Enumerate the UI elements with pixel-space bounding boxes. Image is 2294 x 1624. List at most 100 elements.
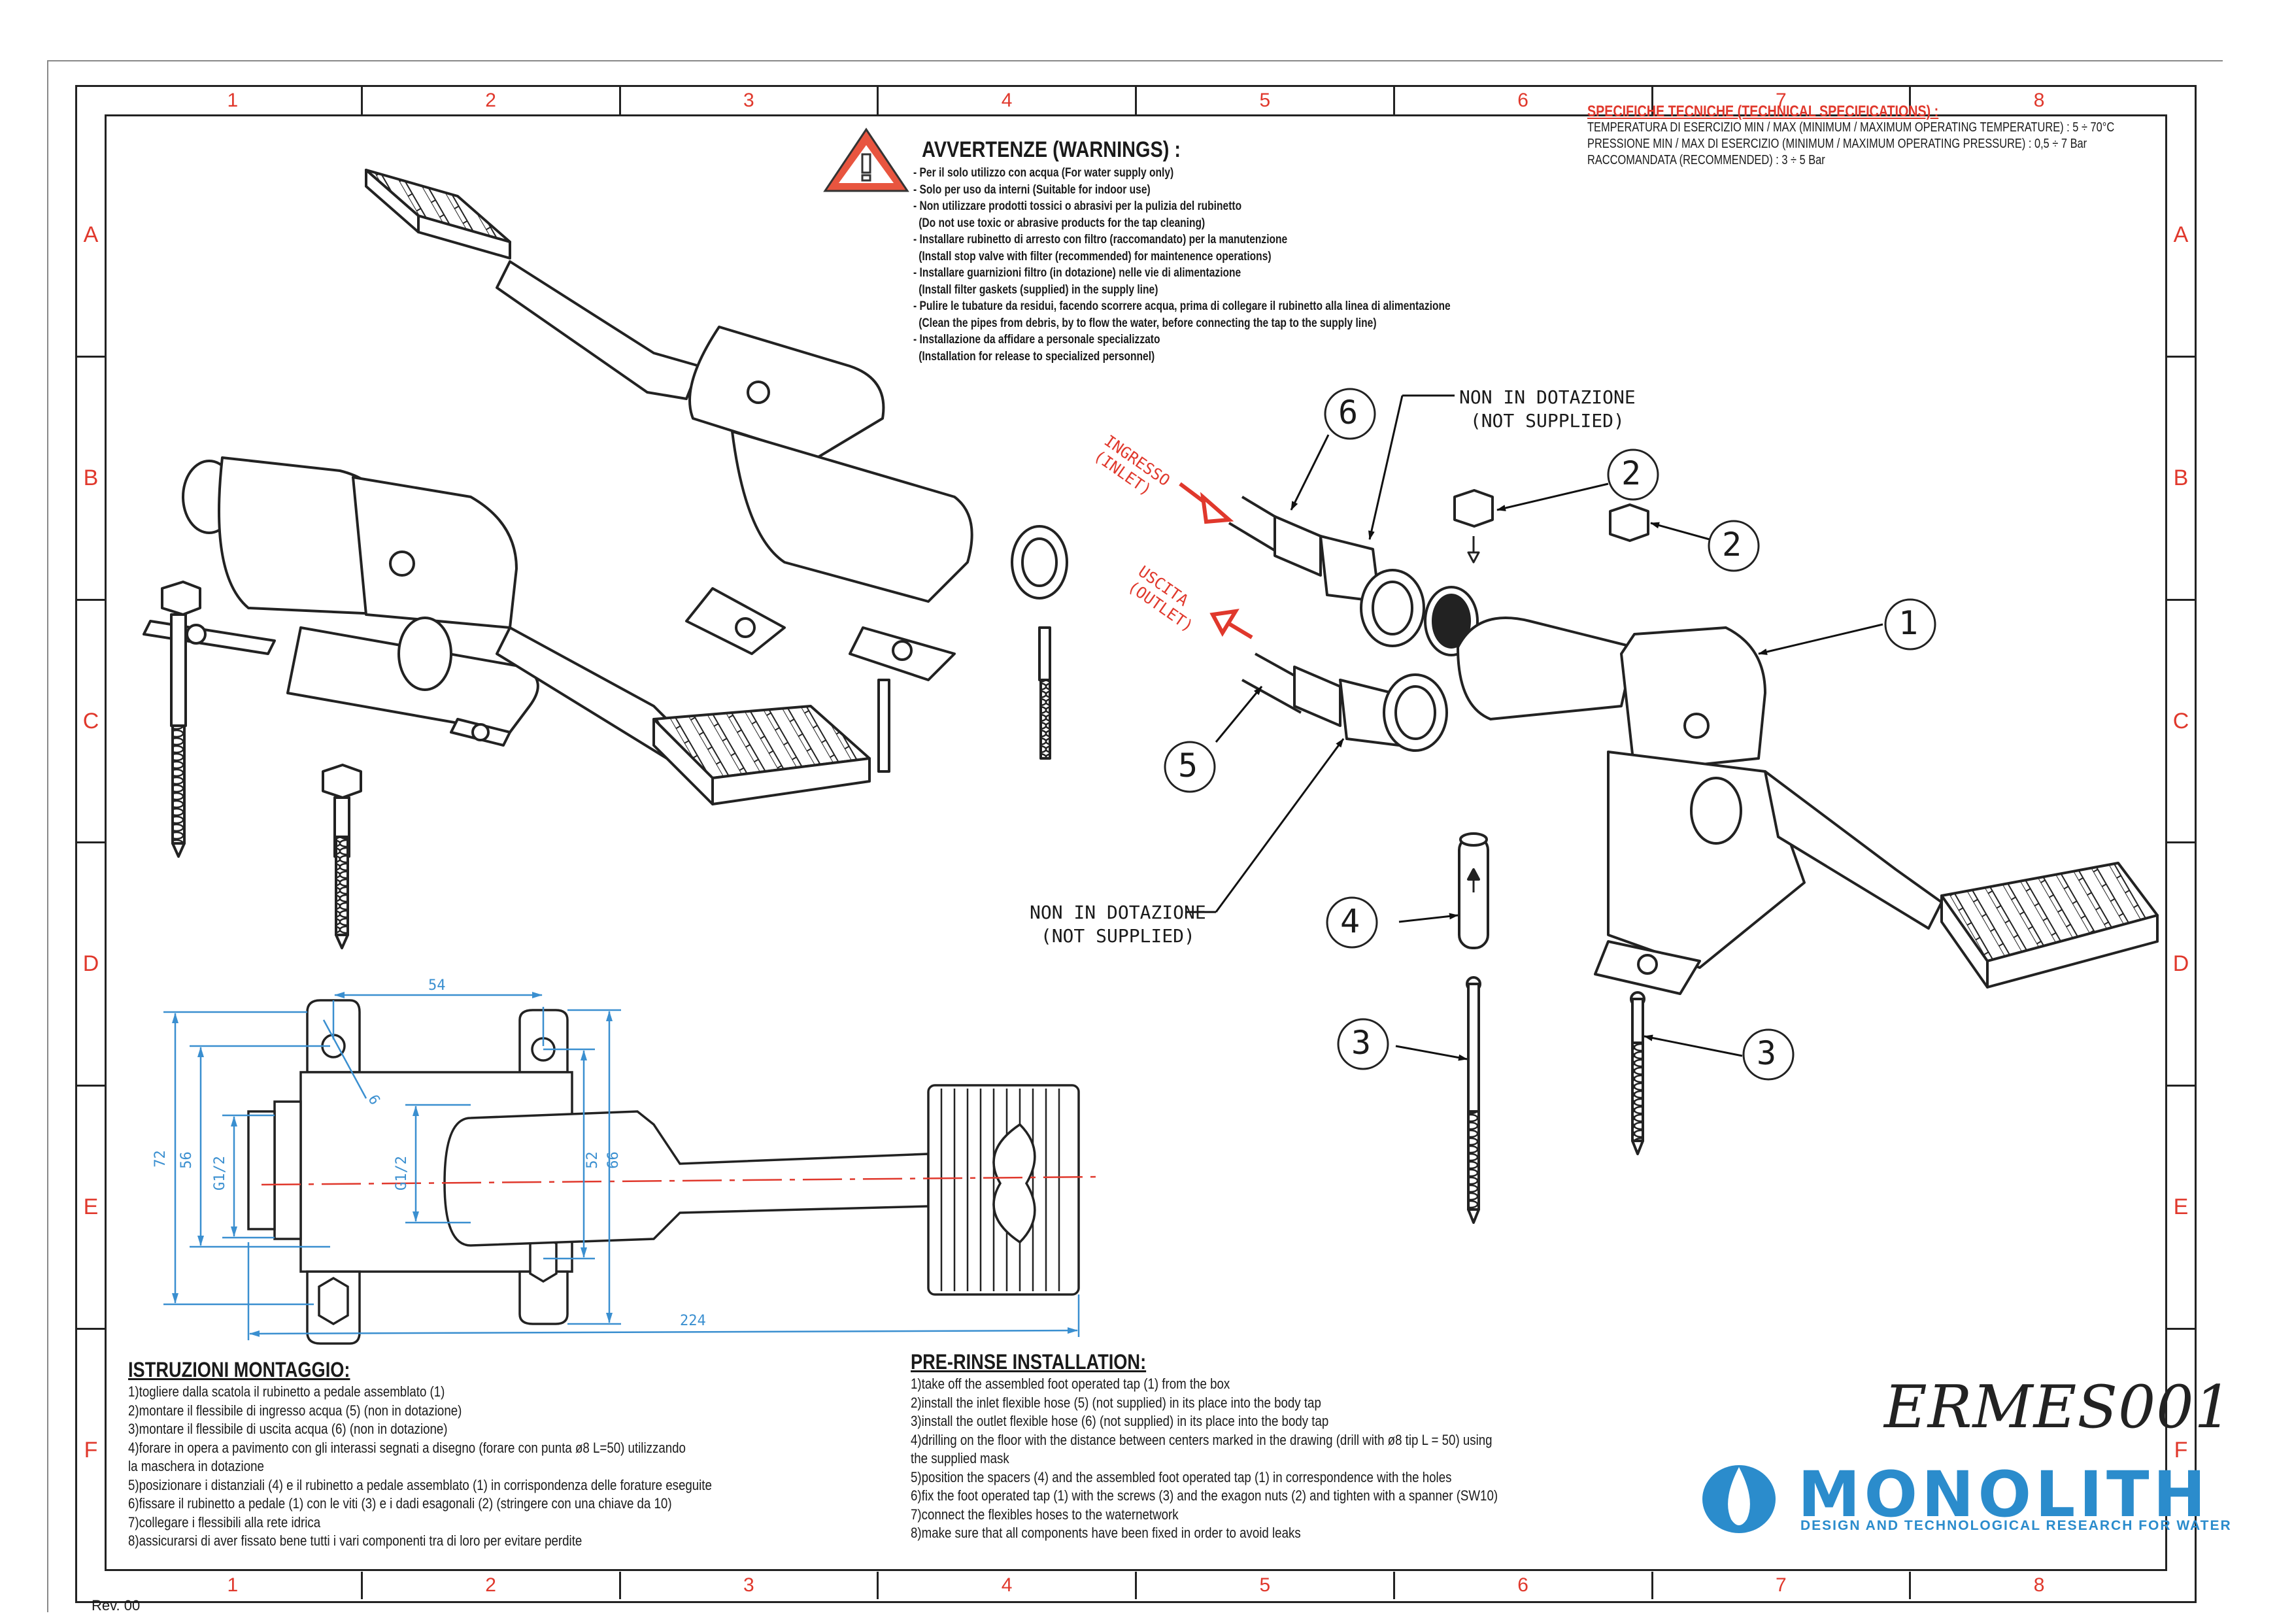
- screw-right: [1630, 991, 1645, 1155]
- dim-thread-inlet: G1/2: [211, 1156, 228, 1191]
- callout-label: 6: [1338, 394, 1358, 431]
- brand-name: MONOLITH: [1798, 1458, 2210, 1531]
- dim-overall-width: 72: [152, 1150, 169, 1168]
- spacer: [1458, 832, 1489, 949]
- assembly-view-iso: [143, 169, 1068, 949]
- instruction-step: 2)montare il flessibile di ingresso acqu…: [128, 1402, 462, 1419]
- warning-triangle-icon: [823, 127, 909, 192]
- callout-label: 5: [1178, 747, 1198, 785]
- zone-col-label: 7: [1651, 1572, 1910, 1599]
- product-code: ERMES001: [1884, 1373, 2233, 1442]
- instruction-step: 2)install the inlet flexible hose (5) (n…: [911, 1394, 1321, 1411]
- warning-item: - Installazione da affidare a personale …: [913, 331, 1451, 365]
- zone-col-label: 1: [227, 90, 239, 111]
- tap-body-front: [143, 456, 539, 747]
- callout-bubbles: [1164, 388, 1936, 1081]
- instruction-step: 5)posizionare i distanziali (4) e il rub…: [128, 1476, 712, 1493]
- warning-translation: (Install filter gaskets (supplied) in th…: [919, 282, 1158, 297]
- warning-text: - Pulire le tubature da residui, facendo…: [913, 299, 1451, 313]
- instruction-step: 8)assicurarsi di aver fissato bene tutti…: [128, 1532, 582, 1549]
- screw-left: [1466, 976, 1481, 1224]
- zone-columns-bottom: 1 2 3 4 5 6 7 8: [105, 1572, 2167, 1599]
- not-supplied-label-top: NON IN DOTAZIONE (NOT SUPPLIED): [1459, 386, 1636, 433]
- callout-label: 3: [1757, 1034, 1777, 1072]
- callout-label: 3: [1351, 1024, 1372, 1062]
- callout-6: [1324, 388, 1376, 440]
- zone-row-label: A: [83, 222, 99, 247]
- callout-label: 4: [1340, 902, 1360, 940]
- label-line: (NOT SUPPLIED): [1470, 410, 1625, 431]
- callout-label: 2: [1621, 454, 1642, 492]
- callout-2: [1607, 448, 1659, 501]
- dim-thread-outlet: G1/2: [393, 1156, 410, 1191]
- zone-row-label: A: [2173, 222, 2189, 247]
- drawing-frame: [75, 85, 2197, 1603]
- warning-item: - Pulire le tubature da residui, facendo…: [913, 298, 1451, 331]
- label-line: NON IN DOTAZIONE: [1030, 902, 1206, 923]
- tap-body-exploded: [1457, 617, 1943, 995]
- zone-col-label: 6: [1392, 87, 1651, 114]
- instruction-step: 7)connect the flexibles hoses to the wat…: [911, 1506, 1179, 1523]
- callout-5: [1164, 741, 1216, 793]
- warning-item: - Non utilizzare prodotti tossici o abra…: [913, 198, 1451, 231]
- brand-logo: MONOLITH DESIGN AND TECHNOLOGICAL RESEAR…: [1700, 1458, 2231, 1535]
- dim-hole-center-right: 52: [584, 1151, 601, 1169]
- instruction-step: 6)fix the foot operated tap (1) with the…: [911, 1487, 1498, 1504]
- callout-4: [1326, 896, 1378, 949]
- specs-title: SPECIFICHE TECNICHE (TECHNICAL SPECIFICA…: [1587, 103, 1939, 120]
- spec-line: PRESSIONE MIN / MAX DI ESERCIZIO (MINIMU…: [1587, 137, 2087, 151]
- revision-label: Rev. 00: [92, 1597, 141, 1614]
- warnings-list: - Per il solo utilizzo con acqua (For wa…: [913, 165, 1451, 365]
- zone-row-label: D: [77, 841, 105, 1085]
- drawing-area: [105, 114, 2167, 1571]
- warning-text: - Non utilizzare prodotti tossici o abra…: [913, 199, 1242, 213]
- zone-columns-top: 1 2 3 4 5 6 7 8: [105, 87, 2167, 114]
- warning-translation: (Installation for release to specialized…: [919, 349, 1155, 364]
- warning-item: - Installare rubinetto di arresto con fi…: [913, 231, 1451, 265]
- callout-3: [1742, 1028, 1795, 1081]
- zone-col-label: 2: [360, 87, 619, 114]
- zone-row-label: C: [2167, 598, 2195, 842]
- spec-line: TEMPERATURA DI ESERCIZIO MIN / MAX (MINI…: [1587, 120, 2115, 135]
- pedal-exploded: [1940, 862, 2159, 989]
- warning-translation: (Clean the pipes from debris, by to flow…: [919, 316, 1377, 330]
- zone-col-label: 2: [360, 1572, 619, 1599]
- hose-inlet: [1241, 652, 1448, 752]
- instructions-it-title: ISTRUZIONI MONTAGGIO:: [128, 1358, 350, 1381]
- instruction-step: 7)collegare i flessibili alla rete idric…: [128, 1514, 321, 1531]
- warning-item: - Solo per uso da interni (Suitable for …: [913, 182, 1451, 199]
- callout-3: [1337, 1018, 1389, 1070]
- pedal-back: [365, 169, 511, 260]
- zone-col-label: 4: [877, 87, 1135, 114]
- water-drop-icon: [1702, 1465, 1776, 1533]
- pedal-front: [652, 705, 871, 805]
- warning-item: - Installare guarnizioni filtro (in dota…: [913, 265, 1451, 298]
- zone-rows-left: A B C D E F: [77, 114, 105, 1571]
- warning-translation: (Do not use toxic or abrasive products f…: [919, 216, 1206, 230]
- inlet-arrow-icon: [1179, 482, 1234, 524]
- outlet-arrow-icon: [1209, 609, 1253, 639]
- warning-text: - Per il solo utilizzo con acqua (For wa…: [913, 166, 1174, 180]
- zone-row-label: C: [77, 598, 105, 842]
- instruction-step: the supplied mask: [911, 1450, 1009, 1466]
- callout-label: 1: [1898, 604, 1919, 642]
- zone-col-label: 6: [1392, 1572, 1651, 1599]
- instruction-step: la maschera in dotazione: [128, 1458, 264, 1474]
- hex-nut: [1609, 503, 1649, 542]
- zone-col-label: 7: [1651, 87, 1910, 114]
- instruction-step: 8)make sure that all components have bee…: [911, 1525, 1301, 1541]
- dim-hole-spacing: 54: [428, 977, 446, 994]
- dim-overall-length: 224: [680, 1313, 706, 1329]
- top-view: [247, 999, 1080, 1345]
- center-line: [261, 1176, 1099, 1186]
- label-line: (NOT SUPPLIED): [1040, 925, 1195, 947]
- spec-line: RACCOMANDATA (RECOMMENDED) : 3 ÷ 5 Bar: [1587, 153, 1825, 167]
- zone-col-label: 3: [618, 87, 877, 114]
- instruction-step: 4)drilling on the floor with the distanc…: [911, 1431, 1493, 1448]
- callout-2: [1708, 520, 1760, 572]
- zone-col-label: 5: [1135, 87, 1393, 114]
- screw-left-front: [161, 581, 201, 858]
- hex-nut: [1453, 489, 1494, 528]
- not-supplied-label-bottom: NON IN DOTAZIONE (NOT SUPPLIED): [1030, 901, 1206, 948]
